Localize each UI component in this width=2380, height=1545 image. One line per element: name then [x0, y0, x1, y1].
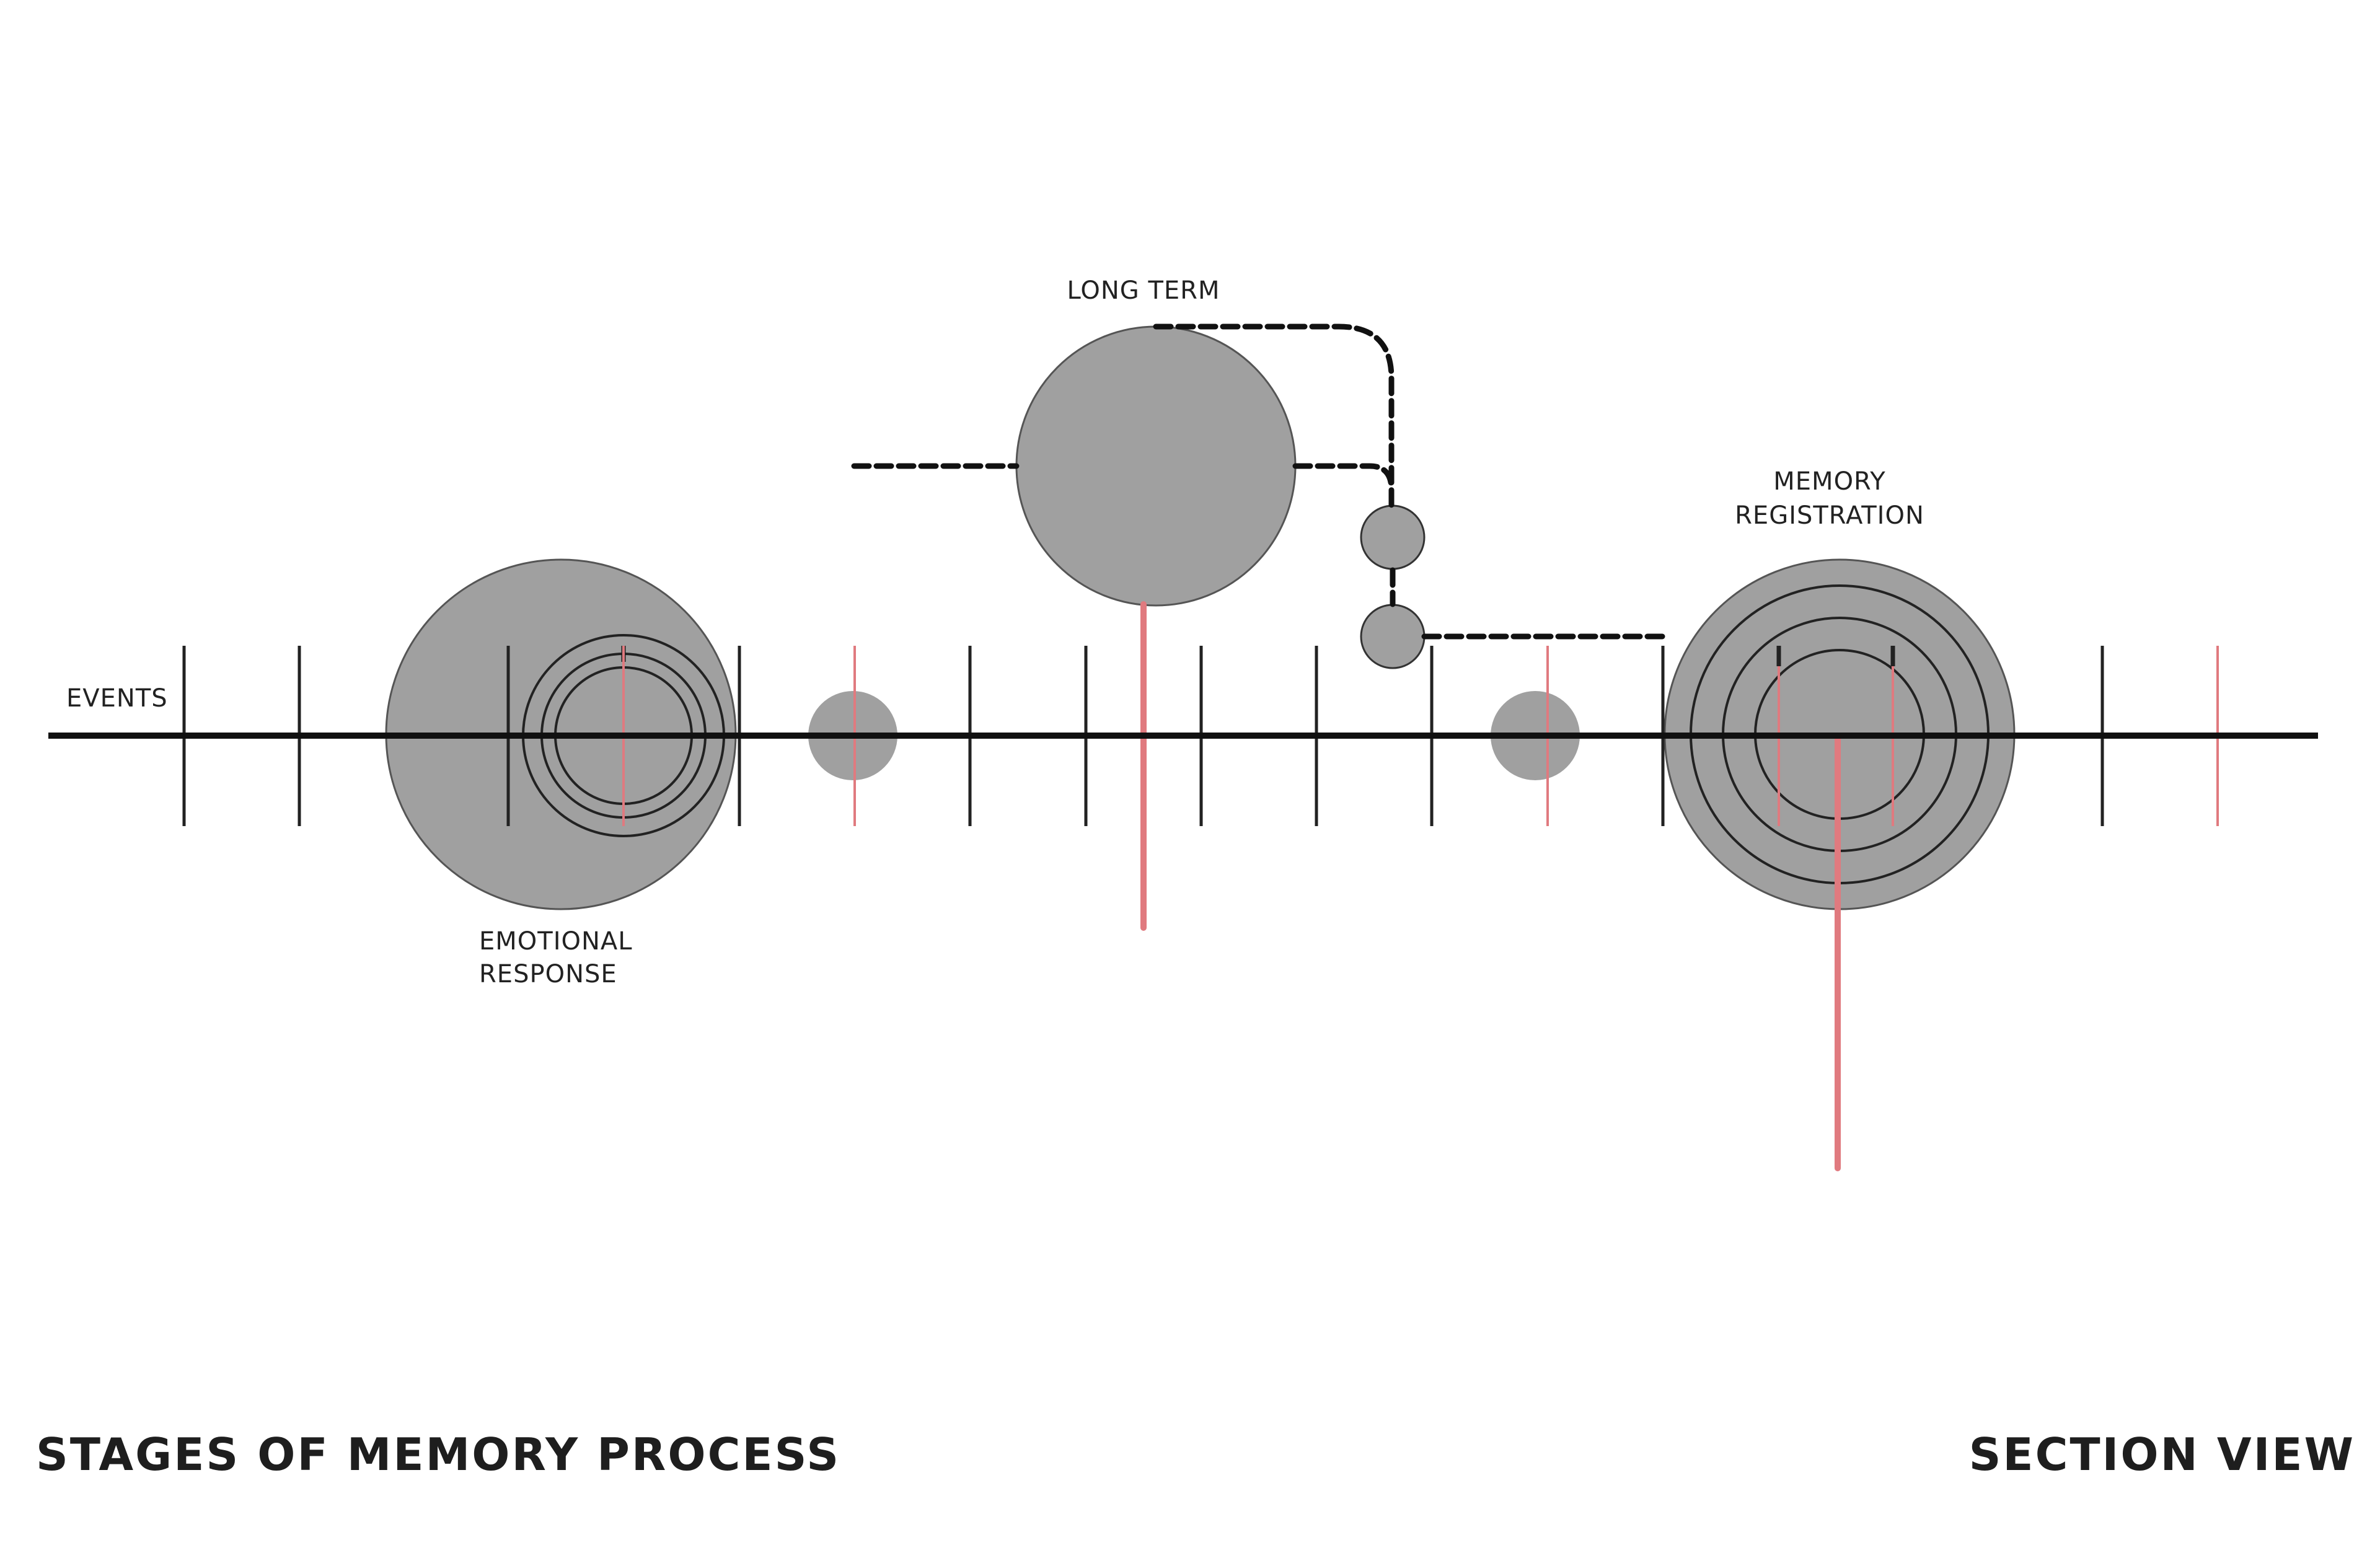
- connector-node-upper: [1360, 504, 1426, 570]
- emotional-response-label-line1: EMOTIONAL: [479, 927, 633, 956]
- footer-right-title: SECTION VIEW: [1969, 1428, 2355, 1481]
- long-term-label: LONG TERM: [1067, 276, 1220, 305]
- memory-registration-label-line2: REGISTRATION: [1735, 501, 1924, 530]
- long-term-circle: [1015, 325, 1297, 607]
- red-stems: [1140, 601, 1841, 1171]
- dashed-line-top-loop: [1153, 324, 1395, 508]
- dashed-connectors: [851, 324, 1670, 640]
- footer-left-title: STAGES OF MEMORY PROCESS: [36, 1428, 840, 1481]
- dashed-line-right-output: [1292, 463, 1395, 493]
- emotional-response-label-line2: RESPONSE: [479, 960, 617, 988]
- memory-registration-label-line1: MEMORY: [1773, 467, 1885, 496]
- events-label: EVENTS: [66, 684, 168, 713]
- connector-node-lower: [1360, 604, 1426, 669]
